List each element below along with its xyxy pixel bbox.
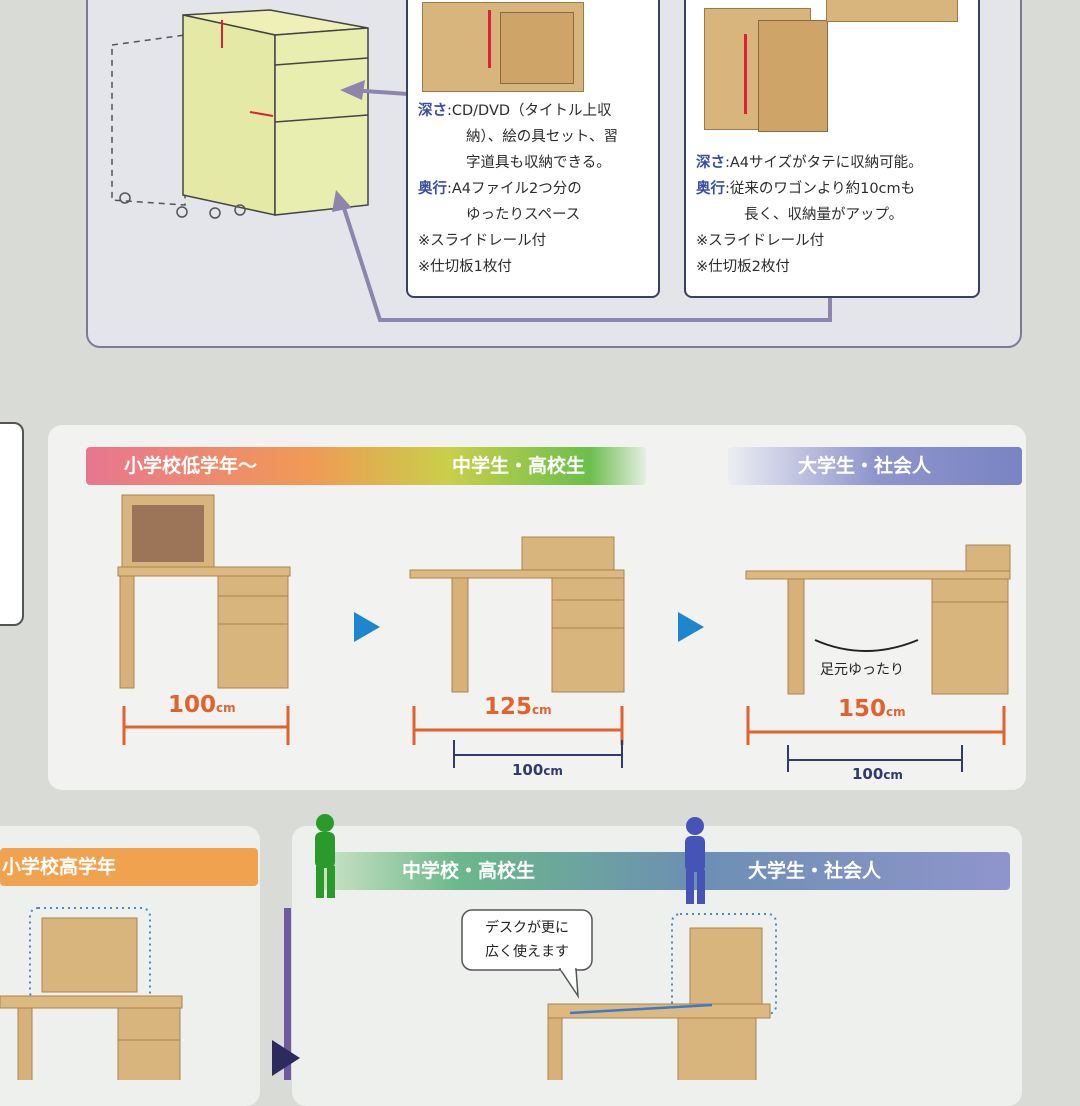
bottom-stage1-label: 小学校高学年 [2, 856, 117, 878]
bubble-text: デスクが更に 広く使えます [462, 916, 592, 964]
drawer1-depth-line1: :CD/DVD（タイトル上収 [447, 103, 612, 119]
drawer-card-2 [684, 0, 980, 298]
left-edge-card [0, 422, 24, 626]
drawer1-note2: ※仕切板1枚付 [418, 259, 512, 275]
bottom-illustrations [0, 814, 777, 1080]
drawer1-note1: ※スライドレール付 [418, 233, 547, 249]
width3-sub-unit: cm [883, 768, 903, 782]
next-arrow-3 [272, 1040, 300, 1076]
drawer2-back-line2: 長く、収納量がアップ。 [744, 207, 904, 223]
orange-dimensions [122, 706, 1006, 745]
drawer1-depth-line2: 納）、絵の具セット、習 [466, 129, 618, 145]
bubble-line1: デスクが更に [485, 920, 569, 936]
top-illustrations [111, 9, 832, 322]
wagon-cabinet [182, 9, 369, 216]
drawer2-depth-line1: :A4サイズがタテに収納可能。 [725, 155, 923, 171]
width-150cm: 150cm [838, 696, 906, 722]
stage-band-elementary-upper: 小学校高学年 [0, 848, 258, 886]
blue-person-icon [685, 817, 705, 904]
casters [119, 192, 246, 219]
drawer2-text: 深さ:A4サイズがタテに収納可能。 奥行:従来のワゴンより約10cmも 長く、収… [696, 150, 976, 280]
drawer2-note1: ※スライドレール付 [696, 233, 825, 249]
width2-num: 125 [484, 694, 533, 720]
bottom-stage2-label: 中学校・高校生 [402, 860, 536, 882]
drawer-photo-1-box [500, 12, 574, 84]
width-150-sub: 100cm [852, 765, 903, 783]
stage-band-secondary-university: 中学校・高校生 大学生・社会人 [320, 852, 1010, 890]
drawer1-text: 深さ:CD/DVD（タイトル上収 納）、絵の具セット、習 字道具も収納できる。 … [418, 98, 658, 280]
width2-unit: cm [532, 703, 552, 717]
desk-150cm [745, 544, 1011, 695]
width1-unit: cm [216, 701, 236, 715]
width3-sub-num: 100 [852, 765, 884, 783]
width1-num: 100 [168, 692, 217, 718]
navy-dimensions [453, 740, 963, 772]
drawer2-back-label: 奥行 [696, 181, 725, 197]
stage-band-elementary-lower: 小学校低学年～ [86, 447, 646, 485]
desk-125cm [409, 536, 625, 693]
stage-band-university: 大学生・社会人 [728, 447, 1022, 485]
red-height-arrow [488, 10, 491, 68]
width-125cm: 125cm [484, 694, 552, 720]
legroom-label: 足元ゆったり [820, 662, 904, 678]
next-arrow-2 [678, 612, 704, 642]
vertical-divider [284, 908, 291, 1080]
drawer2-note2: ※仕切板2枚付 [696, 259, 790, 275]
width3-unit: cm [886, 705, 906, 719]
red-height-arrow-2 [744, 34, 747, 114]
drawer-card-1 [406, 0, 660, 298]
bottom-desk-1 [0, 917, 183, 1080]
green-person-icon [315, 814, 335, 898]
drawer1-depth-line3: 字道具も収納できる。 [466, 155, 611, 171]
speech-bubble [461, 909, 593, 971]
desk-100cm [117, 494, 291, 689]
stage1-label: 小学校低学年～ [124, 455, 258, 477]
width-125-sub: 100cm [512, 761, 563, 779]
bottom-desk-2 [547, 927, 771, 1080]
drawer1-back-line1: :A4ファイル2つ分の [447, 181, 582, 197]
drawer2-depth-label: 深さ [696, 155, 725, 171]
stage2-label: 中学生・高校生 [452, 455, 586, 477]
bubble-line2: 広く使えます [485, 944, 569, 960]
drawer2-back-line1: :従来のワゴンより約10cmも [725, 181, 916, 197]
width-100cm: 100cm [168, 692, 236, 718]
drawer1-back-line2: ゆったりスペース [466, 207, 581, 223]
bottom-stage3-label: 大学生・社会人 [748, 860, 882, 882]
width3-num: 150 [838, 696, 887, 722]
width2-sub-unit: cm [543, 764, 563, 778]
next-arrow-1 [354, 612, 380, 642]
desk-illustrations [117, 494, 1011, 772]
drawer1-depth-label: 深さ [418, 103, 447, 119]
drawer1-back-label: 奥行 [418, 181, 447, 197]
stage3-label: 大学生・社会人 [798, 455, 932, 477]
drawer-photo-2-top [826, 0, 958, 22]
width2-sub-num: 100 [512, 761, 544, 779]
drawer-photo-2-front [758, 20, 828, 132]
